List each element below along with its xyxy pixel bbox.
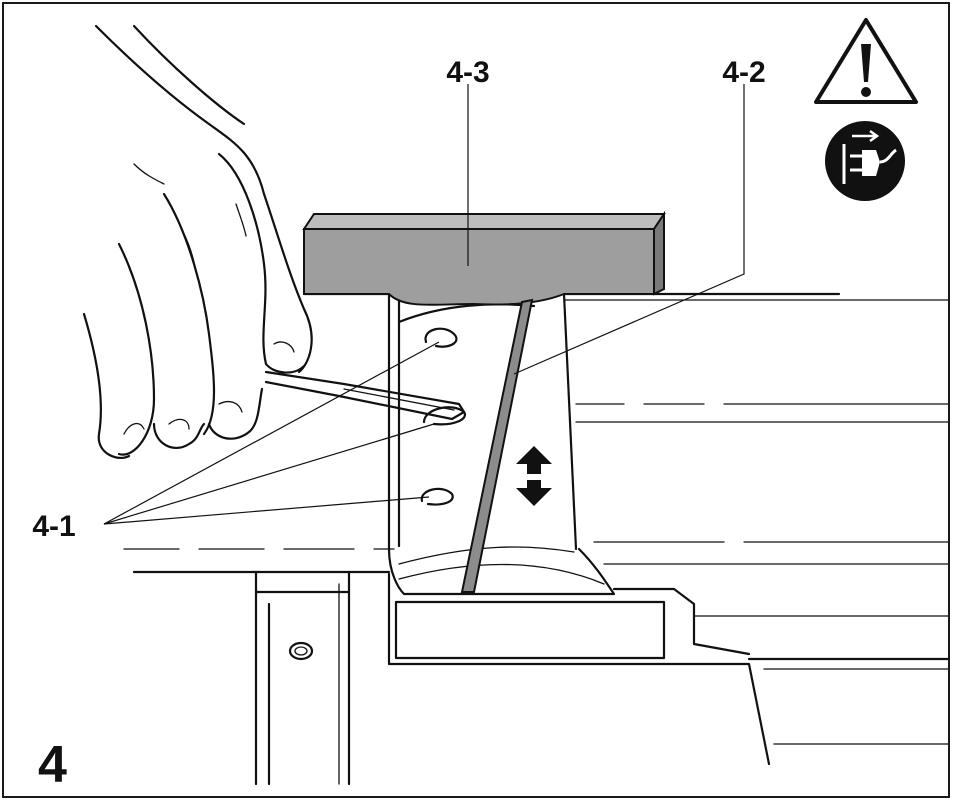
up-down-arrow-icon bbox=[516, 446, 552, 506]
blade-4-2 bbox=[460, 298, 534, 593]
cutter-drum bbox=[302, 287, 616, 596]
gauge-bar-4-3 bbox=[302, 210, 666, 306]
callout-4-2: 4-2 bbox=[722, 56, 765, 89]
illustration: 4-3 4-2 4-1 4 bbox=[32, 18, 948, 794]
warning-triangle-icon bbox=[814, 18, 918, 104]
machine-table bbox=[123, 292, 948, 786]
figure-number: 4 bbox=[38, 736, 67, 794]
unplug-power-icon bbox=[825, 121, 905, 201]
hand-with-tool bbox=[82, 24, 466, 460]
callout-4-1: 4-1 bbox=[32, 510, 75, 543]
callout-4-3: 4-3 bbox=[446, 56, 489, 89]
leader-lines bbox=[103, 84, 745, 525]
